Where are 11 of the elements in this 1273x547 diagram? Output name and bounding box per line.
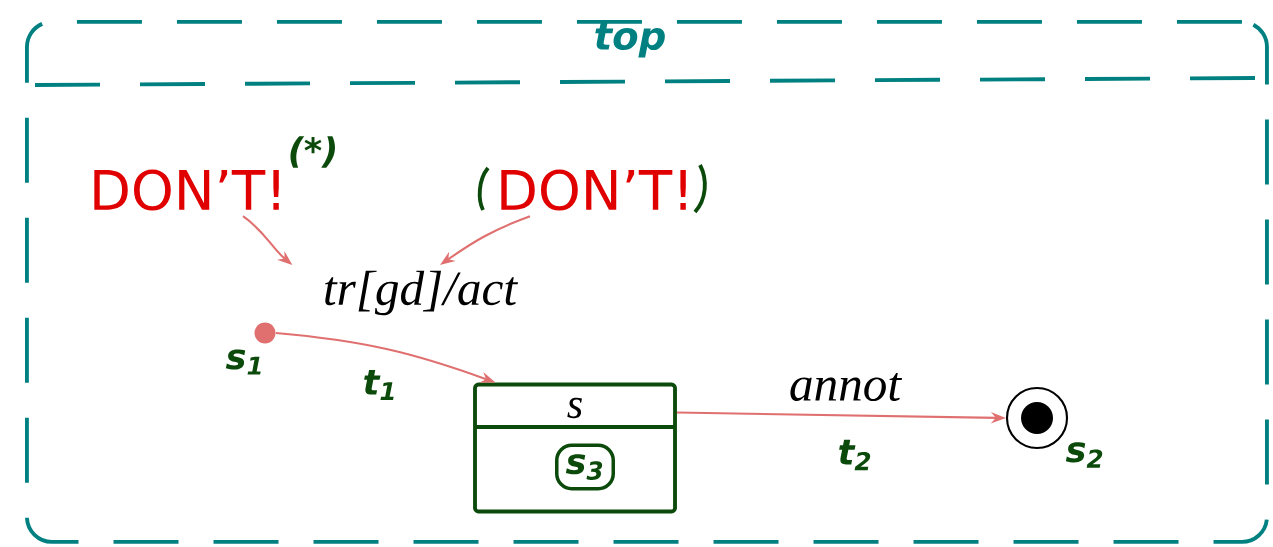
warning-text: DON’T! [501,169,686,211]
warning-text: DON’T! [94,169,279,211]
state-name: (*) [290,136,335,168]
state-name: s$_{2}$ [1065,442,1103,468]
edge-label: annot [790,372,903,402]
edge-label: t$_{1}$ [364,369,394,401]
initial-state-dot [254,322,276,344]
transition-name: t$_{2}$ [839,439,871,471]
substate-box: s$_{3}$ [555,443,615,491]
transition-label: tr[gd]/act [325,270,519,316]
state-name: s$_{1}$ [225,349,261,375]
